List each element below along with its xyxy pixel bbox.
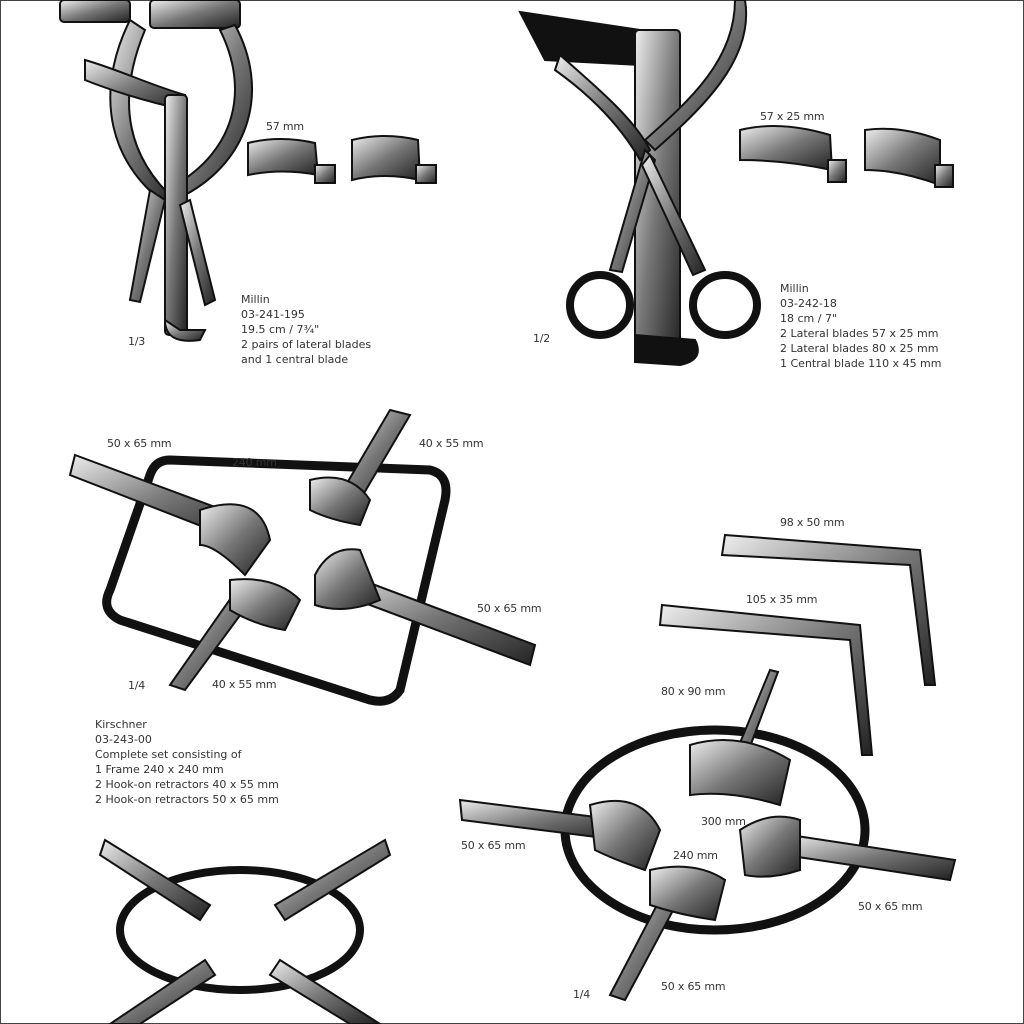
- millin-retractor-2-illustration: [518, 0, 954, 367]
- dimension-label: 300 mm: [701, 815, 746, 828]
- scale-label: 1/3: [128, 335, 146, 348]
- oval-frame-retractor-illustration: [458, 533, 957, 1002]
- product-detail: 2 pairs of lateral blades: [241, 338, 372, 351]
- product-name: Kirschner: [95, 718, 147, 731]
- millin-1-description: Millin 03-241-195 19.5 cm / 7¾" 2 pairs …: [241, 292, 371, 367]
- product-code: 03-243-00: [95, 733, 152, 746]
- kirschner-description: Kirschner 03-243-00 Complete set consist…: [95, 717, 279, 807]
- product-size: 18 cm / 7": [780, 312, 838, 325]
- product-detail: and 1 central blade: [241, 353, 349, 366]
- kirschner-retractor-illustration: [68, 408, 537, 706]
- scale-label: 1/2: [533, 332, 551, 345]
- blade-size-label: 57 mm: [266, 120, 304, 133]
- millin-2-description: Millin 03-242-18 18 cm / 7" 2 Lateral bl…: [780, 281, 942, 371]
- dimension-label: 105 x 35 mm: [746, 593, 818, 606]
- product-detail: 2 Lateral blades 57 x 25 mm: [780, 327, 939, 340]
- product-detail: 2 Lateral blades 80 x 25 mm: [780, 342, 939, 355]
- dimension-label: 240 mm: [232, 456, 277, 469]
- product-name: Millin: [780, 282, 809, 295]
- dimension-label: 80 x 90 mm: [661, 685, 726, 698]
- scale-label: 1/4: [573, 988, 591, 1001]
- product-code: 03-242-18: [780, 297, 837, 310]
- ring-retractor-illustration: [98, 838, 392, 1024]
- product-detail: 1 Central blade 110 x 45 mm: [780, 357, 942, 370]
- dimension-label: 50 x 65 mm: [661, 980, 726, 993]
- blade-size-label: 57 x 25 mm: [760, 110, 825, 123]
- dimension-label: 50 x 65 mm: [858, 900, 923, 913]
- scale-label: 1/4: [128, 679, 146, 692]
- product-detail: 2 Hook-on retractors 40 x 55 mm: [95, 778, 279, 791]
- dimension-label: 98 x 50 mm: [780, 516, 845, 529]
- product-code: 03-241-195: [241, 308, 305, 321]
- millin-retractor-1-illustration: [59, 0, 437, 342]
- dimension-label: 40 x 55 mm: [419, 437, 484, 450]
- product-detail: 2 Hook-on retractors 50 x 65 mm: [95, 793, 279, 806]
- product-name: Millin: [241, 293, 270, 306]
- product-size: 19.5 cm / 7¾": [241, 323, 320, 336]
- dimension-label: 240 mm: [673, 849, 718, 862]
- dimension-label: 50 x 65 mm: [477, 602, 542, 615]
- dimension-label: 50 x 65 mm: [107, 437, 172, 450]
- dimension-label: 40 x 55 mm: [212, 678, 277, 691]
- product-detail: 1 Frame 240 x 240 mm: [95, 763, 224, 776]
- product-detail: Complete set consisting of: [95, 748, 242, 761]
- dimension-label: 50 x 65 mm: [461, 839, 526, 852]
